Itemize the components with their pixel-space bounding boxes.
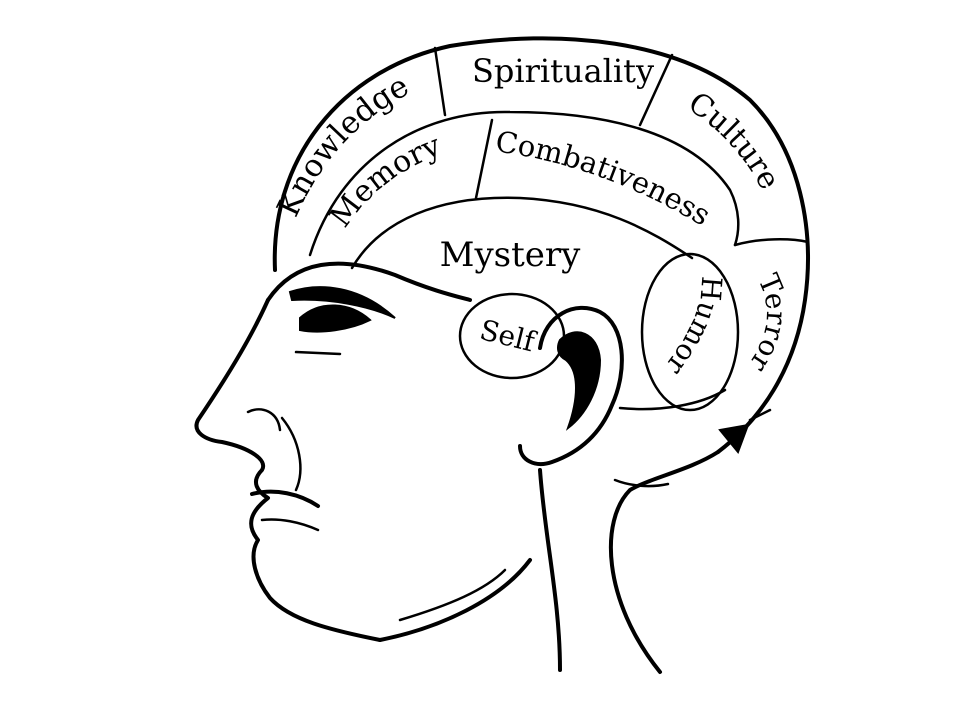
divider-mystery-top [350, 196, 694, 270]
label-combativeness: Combativeness [494, 124, 717, 232]
mouth [250, 489, 320, 508]
label-mystery: Mystery [440, 235, 582, 275]
cheek-fold [280, 416, 302, 492]
collar-line [613, 478, 670, 488]
neck-front [538, 468, 562, 672]
divider-upper-band [308, 110, 740, 257]
brow-line [266, 261, 472, 302]
lower-eyelid [294, 350, 342, 356]
eye [299, 304, 372, 333]
skull-outline [272, 36, 810, 454]
shadow-wedge [718, 423, 750, 454]
label-spirituality: Spirituality [472, 52, 654, 90]
divider-memory-combat [474, 118, 494, 200]
chin-shading [398, 568, 507, 622]
neck-back [608, 450, 720, 674]
label-self: Self [477, 313, 541, 359]
eyebrow [288, 286, 396, 319]
nostril [246, 408, 282, 432]
jaw-line [378, 558, 532, 642]
divider-terror-lower [748, 408, 772, 422]
humor-region [640, 252, 740, 412]
label-terror: Terror [743, 269, 793, 378]
divider-spirituality-culture [638, 53, 674, 127]
divider-knowledge-spirituality [433, 46, 447, 117]
ear-inner [557, 331, 602, 431]
divider-culture-terror [733, 238, 810, 247]
ear-outer [518, 305, 624, 466]
lower-lip [260, 518, 320, 532]
label-humor: Humor [659, 275, 728, 381]
lower-skull-line [618, 388, 727, 411]
label-culture: Culture [682, 85, 787, 195]
face-profile [194, 298, 382, 642]
